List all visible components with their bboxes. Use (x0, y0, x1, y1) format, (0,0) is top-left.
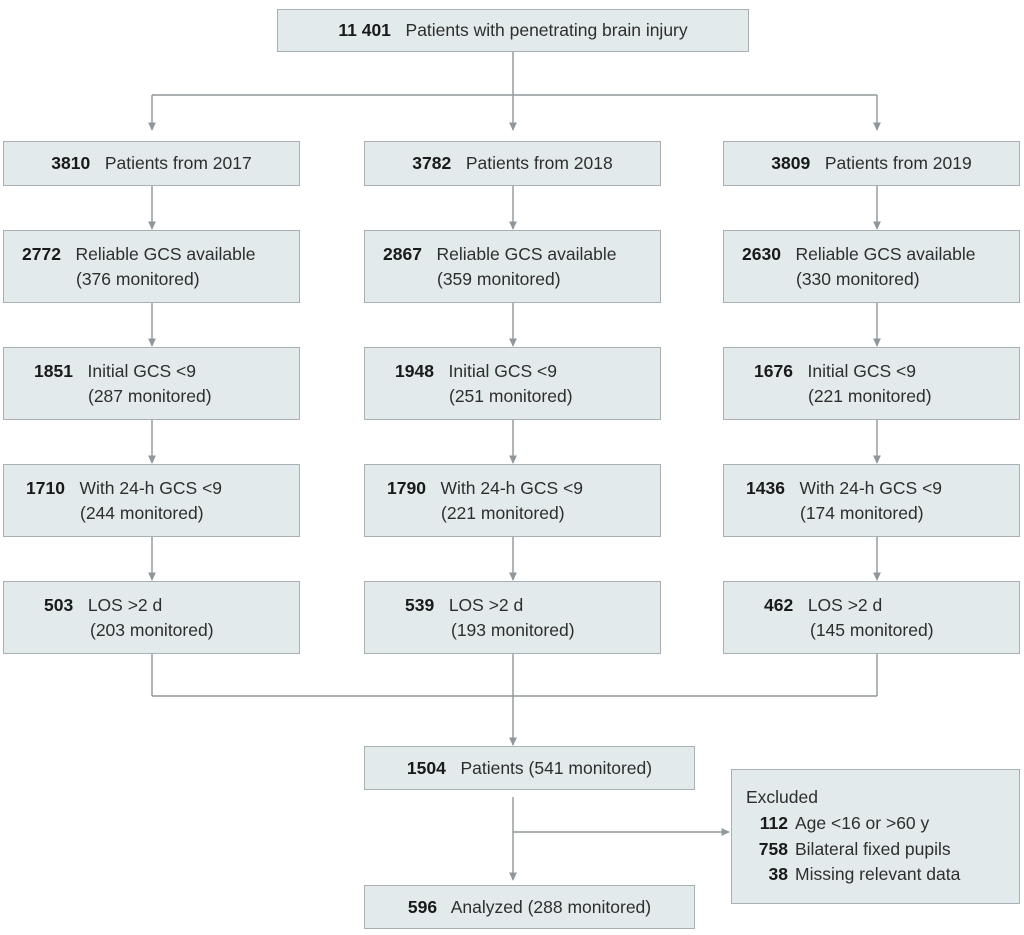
node-c3-los-sub: (145 monitored) (810, 619, 934, 640)
node-year-2019: 3809 Patients from 2019 (723, 141, 1020, 186)
node-c1-24h-gcs-number: 1710 (26, 477, 75, 498)
node-c3-24h-gcs-sub: (174 monitored) (800, 502, 924, 523)
node-year-2019-text: 3809 Patients from 2019 (724, 151, 1019, 176)
node-c3-initial-gcs: 1676 Initial GCS <9 (221 monitored) (723, 347, 1020, 420)
node-c1-24h-gcs: 1710 With 24-h GCS <9 (244 monitored) (3, 464, 300, 537)
excluded-item-age-number: 112 (759, 813, 788, 834)
node-c3-initial-gcs-sub: (221 monitored) (808, 385, 932, 406)
node-year-2019-label: Patients from 2019 (824, 153, 972, 174)
node-c2-los-line1: 539 LOS >2 d (365, 593, 660, 618)
node-c1-reliable-gcs-number: 2772 (22, 243, 71, 264)
excluded-item-pupils-number: 758 (758, 838, 788, 859)
node-c2-reliable-gcs-label: Reliable GCS available (436, 243, 617, 264)
node-c3-initial-gcs-line1: 1676 Initial GCS <9 (724, 359, 1019, 384)
node-c3-reliable-gcs-label: Reliable GCS available (795, 243, 976, 264)
node-analyzed-label: Analyzed (288 monitored) (450, 896, 652, 917)
node-c1-initial-gcs: 1851 Initial GCS <9 (287 monitored) (3, 347, 300, 420)
node-c1-24h-gcs-label: With 24-h GCS <9 (79, 477, 223, 498)
node-c1-los: 503 LOS >2 d (203 monitored) (3, 581, 300, 654)
node-c2-initial-gcs-line1: 1948 Initial GCS <9 (365, 359, 660, 384)
node-total-patients-label: Patients with penetrating brain injury (405, 20, 688, 41)
node-c1-los-number: 503 (44, 594, 83, 615)
node-c3-los-line1: 462 LOS >2 d (724, 593, 1019, 618)
node-c1-initial-gcs-sub: (287 monitored) (88, 385, 212, 406)
node-c2-initial-gcs-sub: (251 monitored) (449, 385, 573, 406)
node-c1-initial-gcs-line1: 1851 Initial GCS <9 (4, 359, 299, 384)
node-excluded: Excluded 112 Age <16 or >60 y 758 Bilate… (731, 769, 1020, 904)
node-year-2019-number: 3809 (771, 153, 820, 174)
node-c3-24h-gcs-number: 1436 (746, 477, 795, 498)
node-c3-los: 462 LOS >2 d (145 monitored) (723, 581, 1020, 654)
node-c2-24h-gcs-sub: (221 monitored) (441, 502, 565, 523)
node-c2-initial-gcs: 1948 Initial GCS <9 (251 monitored) (364, 347, 661, 420)
node-c2-reliable-gcs-sub: (359 monitored) (437, 268, 561, 289)
node-c2-initial-gcs-label: Initial GCS <9 (448, 360, 557, 381)
node-c2-los-sub: (193 monitored) (451, 619, 575, 640)
node-total-patients-text: 11 401 Patients with penetrating brain i… (278, 18, 748, 43)
node-c1-initial-gcs-number: 1851 (34, 360, 83, 381)
node-c3-los-number: 462 (764, 594, 803, 615)
excluded-item-pupils-label: Bilateral fixed pupils (795, 838, 951, 859)
node-c1-24h-gcs-line1: 1710 With 24-h GCS <9 (4, 476, 299, 501)
node-c2-reliable-gcs: 2867 Reliable GCS available (359 monitor… (364, 230, 661, 303)
node-c3-reliable-gcs: 2630 Reliable GCS available (330 monitor… (723, 230, 1020, 303)
node-total-patients-number: 11 401 (338, 20, 401, 41)
node-c1-los-sub: (203 monitored) (90, 619, 214, 640)
excluded-item-missing: 38 Missing relevant data (746, 862, 1005, 887)
node-c1-los-line1: 503 LOS >2 d (4, 593, 299, 618)
node-total-patients: 11 401 Patients with penetrating brain i… (277, 9, 749, 52)
node-c2-24h-gcs-number: 1790 (387, 477, 436, 498)
node-c2-los-label: LOS >2 d (448, 594, 524, 615)
node-c3-initial-gcs-label: Initial GCS <9 (807, 360, 916, 381)
node-analyzed-text: 596 Analyzed (288 monitored) (365, 895, 694, 920)
node-c3-los-label: LOS >2 d (807, 594, 883, 615)
node-pooled-patients-text: 1504 Patients (541 monitored) (365, 756, 694, 781)
node-c2-24h-gcs-line1: 1790 With 24-h GCS <9 (365, 476, 660, 501)
node-c3-reliable-gcs-number: 2630 (742, 243, 791, 264)
node-year-2017-text: 3810 Patients from 2017 (4, 151, 299, 176)
node-year-2017: 3810 Patients from 2017 (3, 141, 300, 186)
excluded-item-missing-number: 38 (768, 863, 788, 884)
node-c1-reliable-gcs-sub: (376 monitored) (76, 268, 200, 289)
node-c3-24h-gcs: 1436 With 24-h GCS <9 (174 monitored) (723, 464, 1020, 537)
node-c1-reliable-gcs-label: Reliable GCS available (75, 243, 256, 264)
node-year-2018-label: Patients from 2018 (465, 153, 613, 174)
excluded-item-age-label: Age <16 or >60 y (795, 813, 930, 834)
node-c2-los: 539 LOS >2 d (193 monitored) (364, 581, 661, 654)
node-c3-reliable-gcs-sub: (330 monitored) (796, 268, 920, 289)
node-c1-24h-gcs-sub: (244 monitored) (80, 502, 204, 523)
node-c1-initial-gcs-label: Initial GCS <9 (87, 360, 196, 381)
node-c1-reliable-gcs: 2772 Reliable GCS available (376 monitor… (3, 230, 300, 303)
node-analyzed-number: 596 (407, 896, 447, 917)
node-c1-reliable-gcs-line1: 2772 Reliable GCS available (4, 242, 299, 267)
node-year-2017-label: Patients from 2017 (104, 153, 252, 174)
node-c2-reliable-gcs-number: 2867 (383, 243, 432, 264)
node-c2-24h-gcs-label: With 24-h GCS <9 (440, 477, 584, 498)
node-c3-24h-gcs-label: With 24-h GCS <9 (799, 477, 943, 498)
excluded-item-missing-label: Missing relevant data (795, 863, 961, 884)
node-pooled-patients-label: Patients (541 monitored) (460, 757, 653, 778)
node-c1-los-label: LOS >2 d (87, 594, 163, 615)
node-c2-los-number: 539 (405, 594, 444, 615)
node-excluded-title: Excluded (746, 787, 818, 808)
node-c2-24h-gcs: 1790 With 24-h GCS <9 (221 monitored) (364, 464, 661, 537)
node-c2-initial-gcs-number: 1948 (395, 360, 444, 381)
node-year-2018-number: 3782 (412, 153, 461, 174)
node-analyzed: 596 Analyzed (288 monitored) (364, 885, 695, 929)
excluded-item-pupils: 758 Bilateral fixed pupils (746, 837, 1005, 862)
node-c2-reliable-gcs-line1: 2867 Reliable GCS available (365, 242, 660, 267)
node-c3-reliable-gcs-line1: 2630 Reliable GCS available (724, 242, 1019, 267)
node-c3-initial-gcs-number: 1676 (754, 360, 803, 381)
node-pooled-patients-number: 1504 (406, 757, 456, 778)
node-c3-24h-gcs-line1: 1436 With 24-h GCS <9 (724, 476, 1019, 501)
excluded-item-age: 112 Age <16 or >60 y (746, 811, 1005, 836)
node-year-2018-text: 3782 Patients from 2018 (365, 151, 660, 176)
node-year-2017-number: 3810 (51, 153, 100, 174)
node-pooled-patients: 1504 Patients (541 monitored) (364, 746, 695, 790)
node-year-2018: 3782 Patients from 2018 (364, 141, 661, 186)
